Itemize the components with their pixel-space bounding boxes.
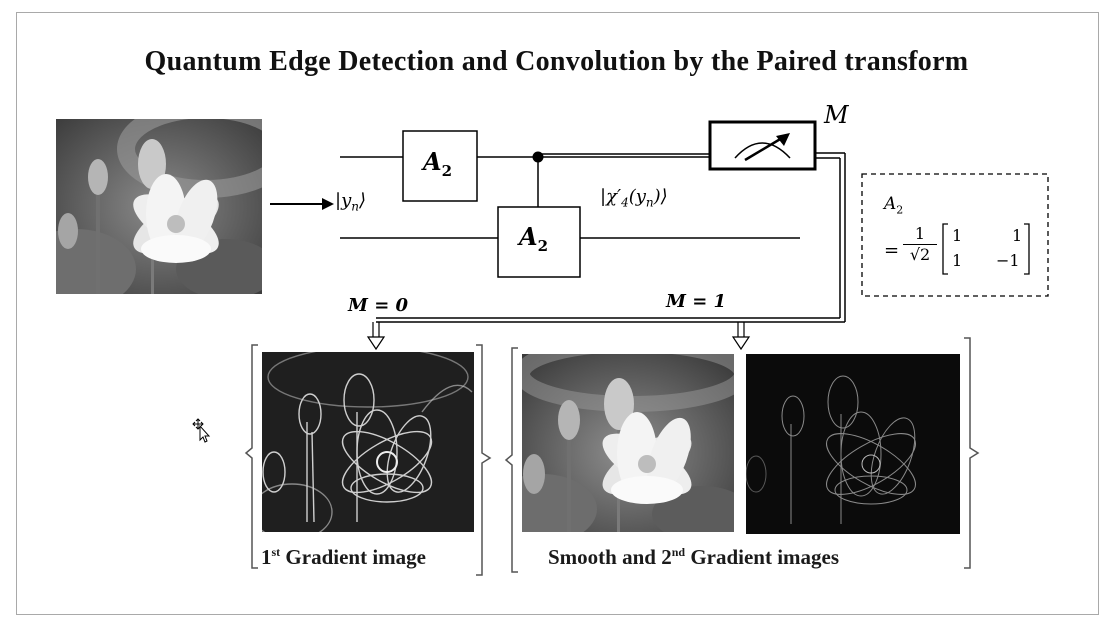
branch-m0-label: M = 0 [348,295,409,316]
gate-a2-top-label: A2 [423,147,453,180]
slide-frame [16,12,1099,615]
move-cursor-icon [192,418,211,443]
matrix-r1c2: 1 [1012,226,1023,245]
page-title: Quantum Edge Detection and Convolution b… [144,46,969,77]
matrix-fraction: 1 √2 [903,224,937,265]
matrix-r2c2: −1 [996,251,1020,270]
smooth-gradient-caption: Smooth and 2nd Gradient images [548,545,840,569]
branch-m1-label: M = 1 [666,291,727,312]
gate-a2-bottom-label: A2 [519,222,549,255]
first-gradient-image [262,352,474,532]
smooth-image [522,354,734,532]
input-state-label: |yn⟩ [335,190,366,214]
output-state-label: |χ′4(yn)⟩ [600,186,668,210]
second-gradient-image [746,354,960,534]
first-gradient-caption: 1st Gradient image [261,545,426,569]
matrix-r1c1: 1 [952,226,963,245]
matrix-r2c1: 1 [952,251,963,270]
matrix-equals: = [884,240,900,261]
matrix-name: A2 [884,194,904,217]
measure-label: M [824,101,849,129]
input-lotus-image [56,119,262,294]
